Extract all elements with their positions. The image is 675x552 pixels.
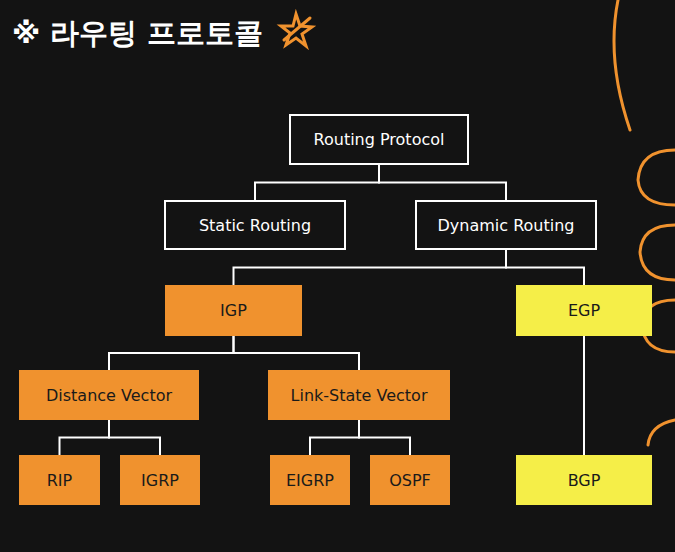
- box-label: Dynamic Routing: [438, 216, 575, 235]
- tree-connector: [109, 336, 234, 370]
- tree-connector: [310, 420, 359, 455]
- process-box: IGRP: [120, 455, 200, 505]
- process-box: Link-State Vector: [268, 370, 450, 420]
- box-label: Link-State Vector: [291, 386, 428, 405]
- tree-connector: [379, 165, 506, 200]
- process-box: Static Routing: [164, 200, 346, 250]
- process-box: BGP: [516, 455, 652, 505]
- tree-connector: [255, 165, 379, 200]
- tree-connector: [583, 336, 585, 455]
- process-box: Distance Vector: [19, 370, 199, 420]
- tree-connector: [506, 250, 584, 285]
- star-doodle: [281, 14, 312, 46]
- box-label: EIGRP: [286, 471, 334, 490]
- tree-connector: [359, 420, 410, 455]
- handwriting-marks: [614, 0, 675, 445]
- tree-connector: [109, 420, 160, 455]
- tree-connector: [234, 250, 507, 285]
- box-label: BGP: [568, 471, 601, 490]
- page-title: ※ 라우팅 프로토콜: [12, 14, 263, 54]
- box-label: IGP: [220, 301, 247, 320]
- process-box: IGP: [165, 285, 302, 336]
- process-box: OSPF: [370, 455, 450, 505]
- box-label: IGRP: [141, 471, 179, 490]
- process-box: Dynamic Routing: [415, 200, 597, 250]
- box-label: RIP: [47, 471, 72, 490]
- tree-connector: [60, 420, 110, 455]
- tree-connector: [234, 336, 360, 370]
- process-box: EGP: [516, 285, 652, 336]
- box-label: EGP: [568, 301, 600, 320]
- process-box: Routing Protocol: [289, 114, 469, 165]
- process-box: RIP: [19, 455, 100, 505]
- process-box: EIGRP: [270, 455, 350, 505]
- box-label: Static Routing: [199, 216, 311, 235]
- box-label: Distance Vector: [46, 386, 172, 405]
- box-label: Routing Protocol: [314, 130, 445, 149]
- box-label: OSPF: [389, 471, 431, 490]
